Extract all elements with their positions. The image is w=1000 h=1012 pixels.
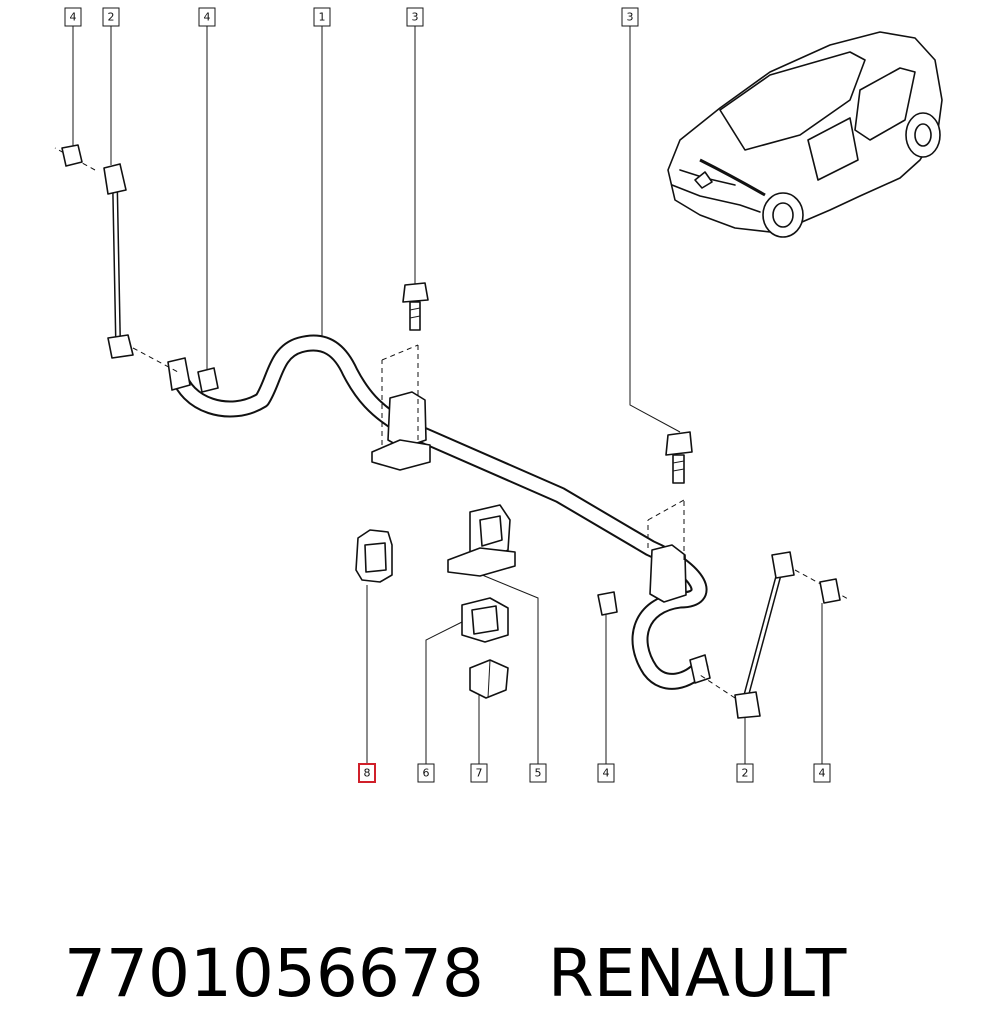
nut-bottom-middle [597, 591, 618, 616]
callout-4-bottom-right: 4 [813, 763, 831, 783]
nut-bottom-right [819, 578, 841, 604]
bar-bushing-right [647, 499, 687, 603]
callout-2-top-left: 2 [102, 7, 120, 27]
svg-text:4: 4 [70, 11, 77, 24]
stabilizer-bar-part-1 [167, 334, 711, 690]
bolt-left [402, 282, 429, 331]
bushing-part-6 [461, 597, 509, 643]
svg-text:7: 7 [476, 767, 483, 780]
callout-7-bottom: 7 [470, 763, 488, 783]
svg-text:2: 2 [108, 11, 115, 24]
nut-top-left [61, 144, 83, 167]
bar-bushing-left [371, 344, 431, 471]
bolt-right [665, 431, 693, 484]
callout-4-bottom-middle: 4 [597, 763, 615, 783]
link-rod-right [699, 551, 851, 719]
svg-text:4: 4 [204, 11, 211, 24]
parts-diagram-stage: 4 2 4 1 3 3 8 6 7 5 4 2 [54, 7, 943, 1012]
svg-text:3: 3 [412, 11, 419, 24]
callout-4-top: 4 [198, 7, 216, 27]
callout-4-top-left: 4 [64, 7, 82, 27]
bushing-part-8 [355, 529, 393, 583]
leader-lines [72, 25, 823, 764]
stabilizer-bar-exploded-diagram: 4 2 4 1 3 3 8 6 7 5 4 2 [54, 7, 943, 783]
svg-text:5: 5 [535, 767, 542, 780]
svg-text:8: 8 [364, 767, 371, 780]
svg-text:6: 6 [423, 767, 430, 780]
callout-8-bottom: 8 [358, 763, 376, 783]
part-number: 7701056678 [63, 935, 484, 1012]
callout-2-bottom: 2 [736, 763, 754, 783]
svg-text:2: 2 [742, 767, 749, 780]
car-location-illustration [667, 31, 943, 238]
callout-3-top-right: 3 [621, 7, 639, 27]
nut-bar-left [197, 367, 219, 393]
brand-name: RENAULT [547, 935, 847, 1012]
insert-part-7 [469, 659, 509, 699]
caption-part-number-brand: 7701056678 RENAULT [22, 858, 846, 1012]
callout-3-top-left: 3 [406, 7, 424, 27]
bracket-part-5 [447, 504, 516, 577]
svg-text:4: 4 [603, 767, 610, 780]
callout-5-bottom: 5 [529, 763, 547, 783]
link-rod-left [54, 147, 179, 373]
svg-text:4: 4 [819, 767, 826, 780]
callout-1-top: 1 [313, 7, 331, 27]
callout-6-bottom: 6 [417, 763, 435, 783]
svg-text:1: 1 [319, 11, 326, 24]
svg-text:3: 3 [627, 11, 634, 24]
